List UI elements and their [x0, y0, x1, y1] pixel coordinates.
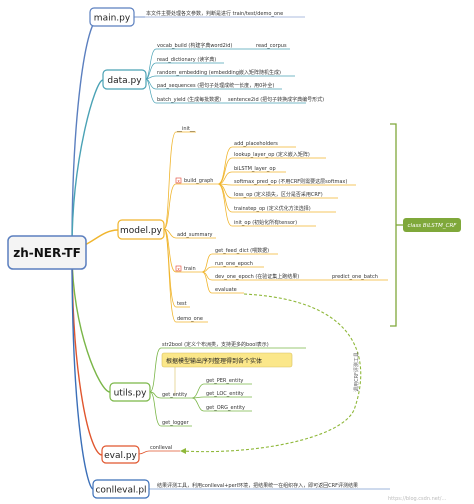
read-corpus[interactable]: read_corpus	[256, 43, 287, 49]
conlleval-module[interactable]: conlleval.pl	[92, 479, 150, 499]
read-dictionary[interactable]: read_dictionary (读字典)	[157, 56, 216, 63]
class-box[interactable]: class BiLSTM_CRF	[403, 218, 461, 232]
trainstep-op[interactable]: trainstep_op (定义优化方法选择)	[234, 205, 311, 212]
root-label: zh-NER-TF	[13, 246, 81, 260]
branch-main	[71, 16, 101, 249]
train-method[interactable]: train	[184, 266, 196, 272]
conlleval-label: conlleval.pl	[95, 486, 146, 496]
get-feed-dict[interactable]: get_feed_dict (喂数据)	[215, 247, 269, 254]
utils-connectors	[149, 347, 306, 427]
model-module[interactable]: model.py	[117, 219, 165, 240]
svg-text:x: x	[177, 266, 180, 271]
main-module[interactable]: main.py	[89, 7, 135, 27]
eval-label: eval.py	[104, 451, 137, 461]
dev-one-epoch[interactable]: dev_one_epoch (在验证集上跑结果)	[215, 273, 299, 280]
entity-note: 根据模型输出序列整理得到各个实体	[166, 357, 262, 365]
random-embedding[interactable]: random_embedding (embedding嵌入矩阵随机生成)	[157, 69, 281, 76]
loss-op[interactable]: loss_op (定义损失，区分是否采用CRF)	[234, 191, 323, 198]
add-summary[interactable]: add_summary	[177, 232, 213, 238]
sentence2id[interactable]: sentence2id (把句子转换成字典编号形式)	[228, 96, 324, 103]
init-op[interactable]: init_op (初始化所有tensor)	[234, 219, 297, 226]
data-module[interactable]: data.py	[102, 69, 147, 90]
svg-text:x: x	[177, 178, 180, 183]
bilstm-layer-op[interactable]: biLSTM_layer_op	[234, 166, 276, 172]
conlleval-desc: 结果评测工具，利用conlleval+perl环境，把结果统一在组织存入，即可返…	[157, 482, 358, 489]
class-bracket	[390, 123, 403, 327]
vocab-build[interactable]: vocab_build (构建字典word2id)	[157, 42, 232, 49]
get-loc-entity[interactable]: get_LOC_entity	[206, 391, 244, 397]
init-method[interactable]: __init__	[176, 126, 195, 132]
evaluate-method[interactable]: evaluate	[215, 287, 237, 293]
build-graph[interactable]: build_graph	[184, 178, 213, 184]
branch-conlleval	[71, 251, 94, 490]
conlleval-fn[interactable]: conlleval	[150, 445, 172, 451]
str2bool[interactable]: str2bool (定义个布洲类，支持更多的bool表示)	[162, 341, 269, 348]
test-method[interactable]: test	[177, 301, 187, 307]
watermark: https://blog.csdn.net/...	[388, 496, 447, 502]
train-icon: x	[175, 265, 182, 272]
predict-one-batch[interactable]: predict_one_batch	[332, 274, 378, 280]
softmax-pred-op[interactable]: softmax_pred_op (不用CRF则需要这层softmax)	[234, 178, 347, 185]
data-connectors	[145, 48, 306, 104]
model-connectors	[163, 131, 388, 323]
branch-data	[71, 79, 104, 249]
branch-eval	[71, 251, 103, 456]
root-node[interactable]: zh-NER-TF	[7, 235, 87, 270]
entity-note-box: 根据模型输出序列整理得到各个实体	[161, 352, 293, 368]
utils-module[interactable]: utils.py	[109, 382, 151, 402]
class-label: class BiLSTM_CRF	[408, 223, 458, 229]
get-per-entity[interactable]: get_PER_entity	[206, 378, 243, 384]
get-logger[interactable]: get_logger	[162, 420, 190, 426]
batch-yield[interactable]: batch_yield (生成每批数据)	[157, 96, 221, 103]
add-placeholders[interactable]: add_placeholders	[234, 141, 278, 147]
build-graph-icon: x	[175, 177, 182, 183]
utils-label: utils.py	[114, 389, 147, 399]
branch-utils	[71, 251, 111, 393]
lookup-layer-op[interactable]: lookup_layer_op (定义嵌入矩阵)	[234, 151, 310, 158]
eval-arrow-note: 调用CRF评测工具	[353, 352, 360, 392]
data-label: data.py	[107, 76, 142, 86]
get-org-entity[interactable]: get_ORG_entity	[206, 405, 245, 411]
pad-sequences[interactable]: pad_sequences (把句子处理成统一长度，用0补全)	[157, 82, 274, 89]
eval-module[interactable]: eval.py	[101, 445, 140, 464]
model-label: model.py	[120, 226, 163, 236]
main-label: main.py	[94, 14, 131, 24]
main-desc: 本文件主要处理各文参数，判断是进行 train/test/demo_one	[146, 10, 283, 17]
demo-one-method[interactable]: demo_one	[177, 316, 203, 322]
get-entity[interactable]: get_entity	[162, 392, 187, 398]
run-one-epoch[interactable]: run_one_epoch	[215, 261, 253, 267]
evaluate-to-conlleval-arrow	[182, 293, 362, 453]
arrow-head	[180, 448, 186, 454]
